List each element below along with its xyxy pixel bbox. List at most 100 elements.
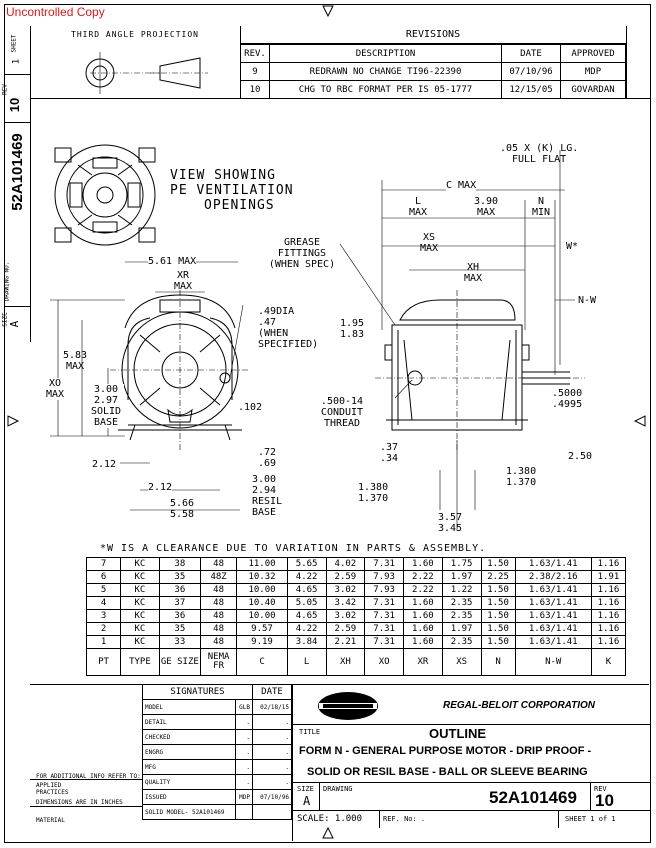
d072-line: .72 [258, 447, 277, 458]
revision-row: 10 CHG TO RBC FORMAT PER IS 05-1777 12/1… [240, 80, 626, 99]
clearance-note: *W IS A CLEARANCE DUE TO VARIATION IN PA… [100, 543, 487, 554]
grease-line: FITTINGS [277, 248, 327, 259]
shaft-line: .5000 [552, 388, 583, 399]
company-name: REGAL-BELOIT CORPORATION [443, 700, 596, 711]
d212b: 2.12 [148, 482, 173, 493]
dim-cell: 2.38/2.16 [514, 570, 592, 584]
signature-cell: . [252, 744, 292, 760]
divider [30, 779, 142, 780]
dim-cell: 1.16 [590, 635, 627, 649]
d212a: 2.12 [92, 459, 117, 470]
projection-symbol-icon [85, 52, 208, 94]
material-label: MATERIAL [36, 817, 65, 824]
d357-line: 3.57 [438, 512, 463, 523]
signature-cell: CHECKED [142, 729, 236, 745]
dia-line: .49 [258, 306, 277, 317]
dim-cell: 48 [199, 557, 238, 571]
drawing-subtitle-1: FORM N - GENERAL PURPOSE MOTOR - DRIP PR… [299, 745, 592, 757]
signature-cell [234, 804, 254, 820]
dim-cell: 4.65 [286, 583, 327, 597]
dim-cell: 10.00 [236, 609, 288, 623]
dim-cell: 10.00 [236, 583, 288, 597]
dim-cell: 1.50 [480, 622, 516, 636]
dim-cell: 3.02 [325, 583, 366, 597]
dim-header: C [236, 648, 288, 676]
d300-line: BASE [93, 417, 119, 428]
dim-cell: 7.31 [364, 609, 405, 623]
signature-cell: MODEL [142, 699, 236, 715]
signature-cell: MFG [142, 759, 236, 775]
dim-cell: 33 [158, 635, 201, 649]
d561: 5.61 MAX [148, 256, 197, 267]
signature-cell: . [234, 774, 254, 790]
desc-cell: CHG TO RBC FORMAT PER IS 05-1777 [269, 80, 502, 99]
dim-cell: 1.63/1.41 [514, 583, 592, 597]
dim-cell: 48 [199, 635, 238, 649]
dim-cell: 4.02 [325, 557, 366, 571]
dim-cell: 2.25 [480, 570, 516, 584]
signature-row: CHECKED.. [142, 729, 292, 745]
xr-line: MAX [173, 281, 193, 292]
dim-cell: 1.91 [590, 570, 627, 584]
dim-cell: 7.31 [364, 596, 405, 610]
signature-row: SOLID MODEL- 52A101469 [142, 804, 292, 820]
motor-outline-drawing [50, 144, 585, 530]
dim-cell: 7.31 [364, 622, 405, 636]
size-value: A [303, 794, 311, 808]
dim-cell: 1.60 [403, 622, 443, 636]
drawing-label: DRAWING [323, 785, 353, 793]
dim-cell: 1.22 [441, 583, 482, 597]
drawing-title: OUTLINE [429, 726, 487, 741]
dim-header: GE SIZE [158, 648, 201, 676]
dim-cell: 48 [199, 622, 238, 636]
d566-line: 5.66 [170, 498, 195, 509]
dim-cell: KC [120, 596, 160, 610]
flat-line: FULL FLAT [512, 154, 567, 165]
signature-cell: ISSUED [142, 789, 236, 805]
dim-cell: KC [120, 609, 160, 623]
projection-label: THIRD ANGLE PROJECTION [71, 30, 199, 39]
view-note-line: VIEW SHOWING [170, 168, 276, 183]
dim-cell: 5.05 [286, 596, 327, 610]
scale: SCALE: 1.000 [297, 814, 363, 824]
dim-cell: 1.60 [403, 557, 443, 571]
dim-cell: 1.63/1.41 [514, 609, 592, 623]
dim-cell: 2.35 [441, 635, 482, 649]
d583-line: 5.83 [62, 350, 88, 361]
dim-header: XO [364, 648, 405, 676]
signature-cell: . [252, 759, 292, 775]
dim-header: PT [85, 648, 122, 676]
signature-cell: . [234, 744, 254, 760]
signature-cell: MDP [234, 789, 254, 805]
dim-cell: 1.50 [480, 557, 516, 571]
shaft-dia: .5000.4995 [552, 388, 582, 410]
dim-cell: 1.60 [403, 635, 443, 649]
dim-cell: 1.16 [590, 622, 627, 636]
signature-cell: SOLID MODEL- 52A101469 [142, 804, 236, 820]
d195-line: 1.83 [340, 329, 365, 340]
d1380b-line: 1.380 [506, 466, 537, 477]
dim-cell: 1.50 [480, 635, 516, 649]
dim-cell: 1.50 [480, 609, 516, 623]
dim-header: TYPE [120, 648, 160, 676]
dim-cell: 2.59 [325, 622, 366, 636]
dim-cell: 7.93 [364, 570, 405, 584]
ref-no: REF. No: . [383, 815, 426, 823]
d300r-line: BASE [252, 507, 277, 518]
dim-cell: 2.22 [403, 583, 443, 597]
d102: .102 [238, 402, 263, 413]
d357-line: 3.45 [438, 523, 463, 534]
